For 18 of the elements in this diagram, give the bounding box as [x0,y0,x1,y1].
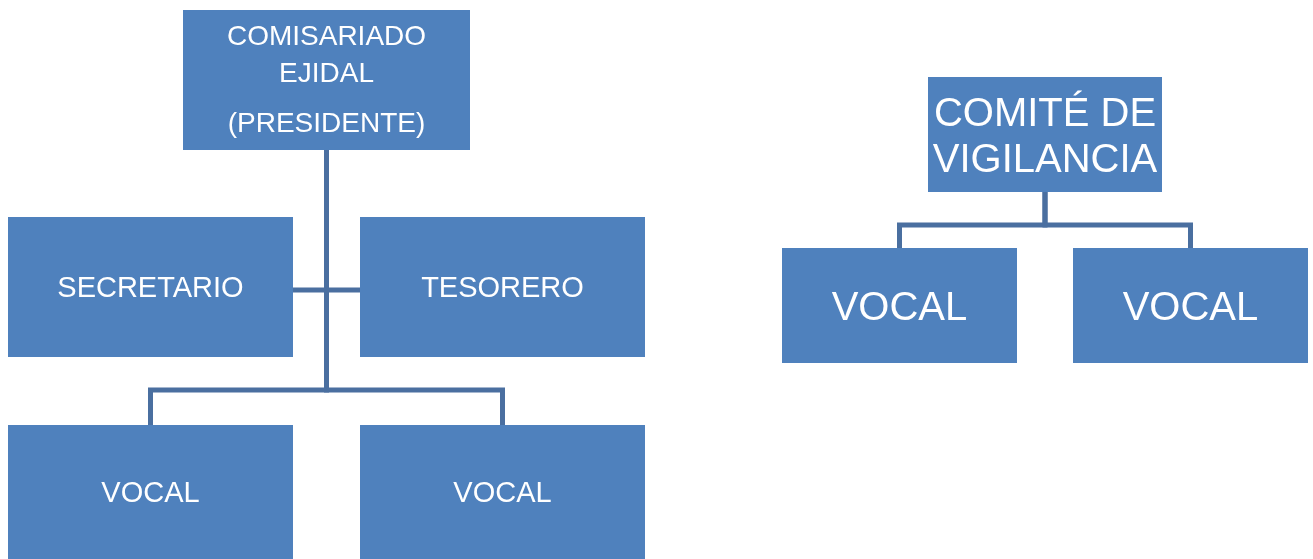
role-title: VOCAL [831,282,968,330]
role-title: COMISARIADO EJIDAL [225,19,428,90]
role-subtitle: (PRESIDENTE) [227,106,426,141]
connector-line [1042,192,1193,248]
org-box [360,425,645,559]
org-box [183,10,470,150]
role-title: COMITÉ DE VIGILANCIA [932,88,1158,181]
role-title: TESORERO [421,269,584,305]
role-title: SECRETARIO [57,269,244,305]
role-title: VOCAL [101,474,200,510]
org-box [1073,248,1308,363]
org-box [8,425,293,559]
org-box [8,217,293,357]
role-title: VOCAL [1122,282,1259,330]
org-box [928,77,1162,192]
org-box [782,248,1017,363]
role-title: VOCAL [453,474,552,510]
org-box [360,217,645,357]
